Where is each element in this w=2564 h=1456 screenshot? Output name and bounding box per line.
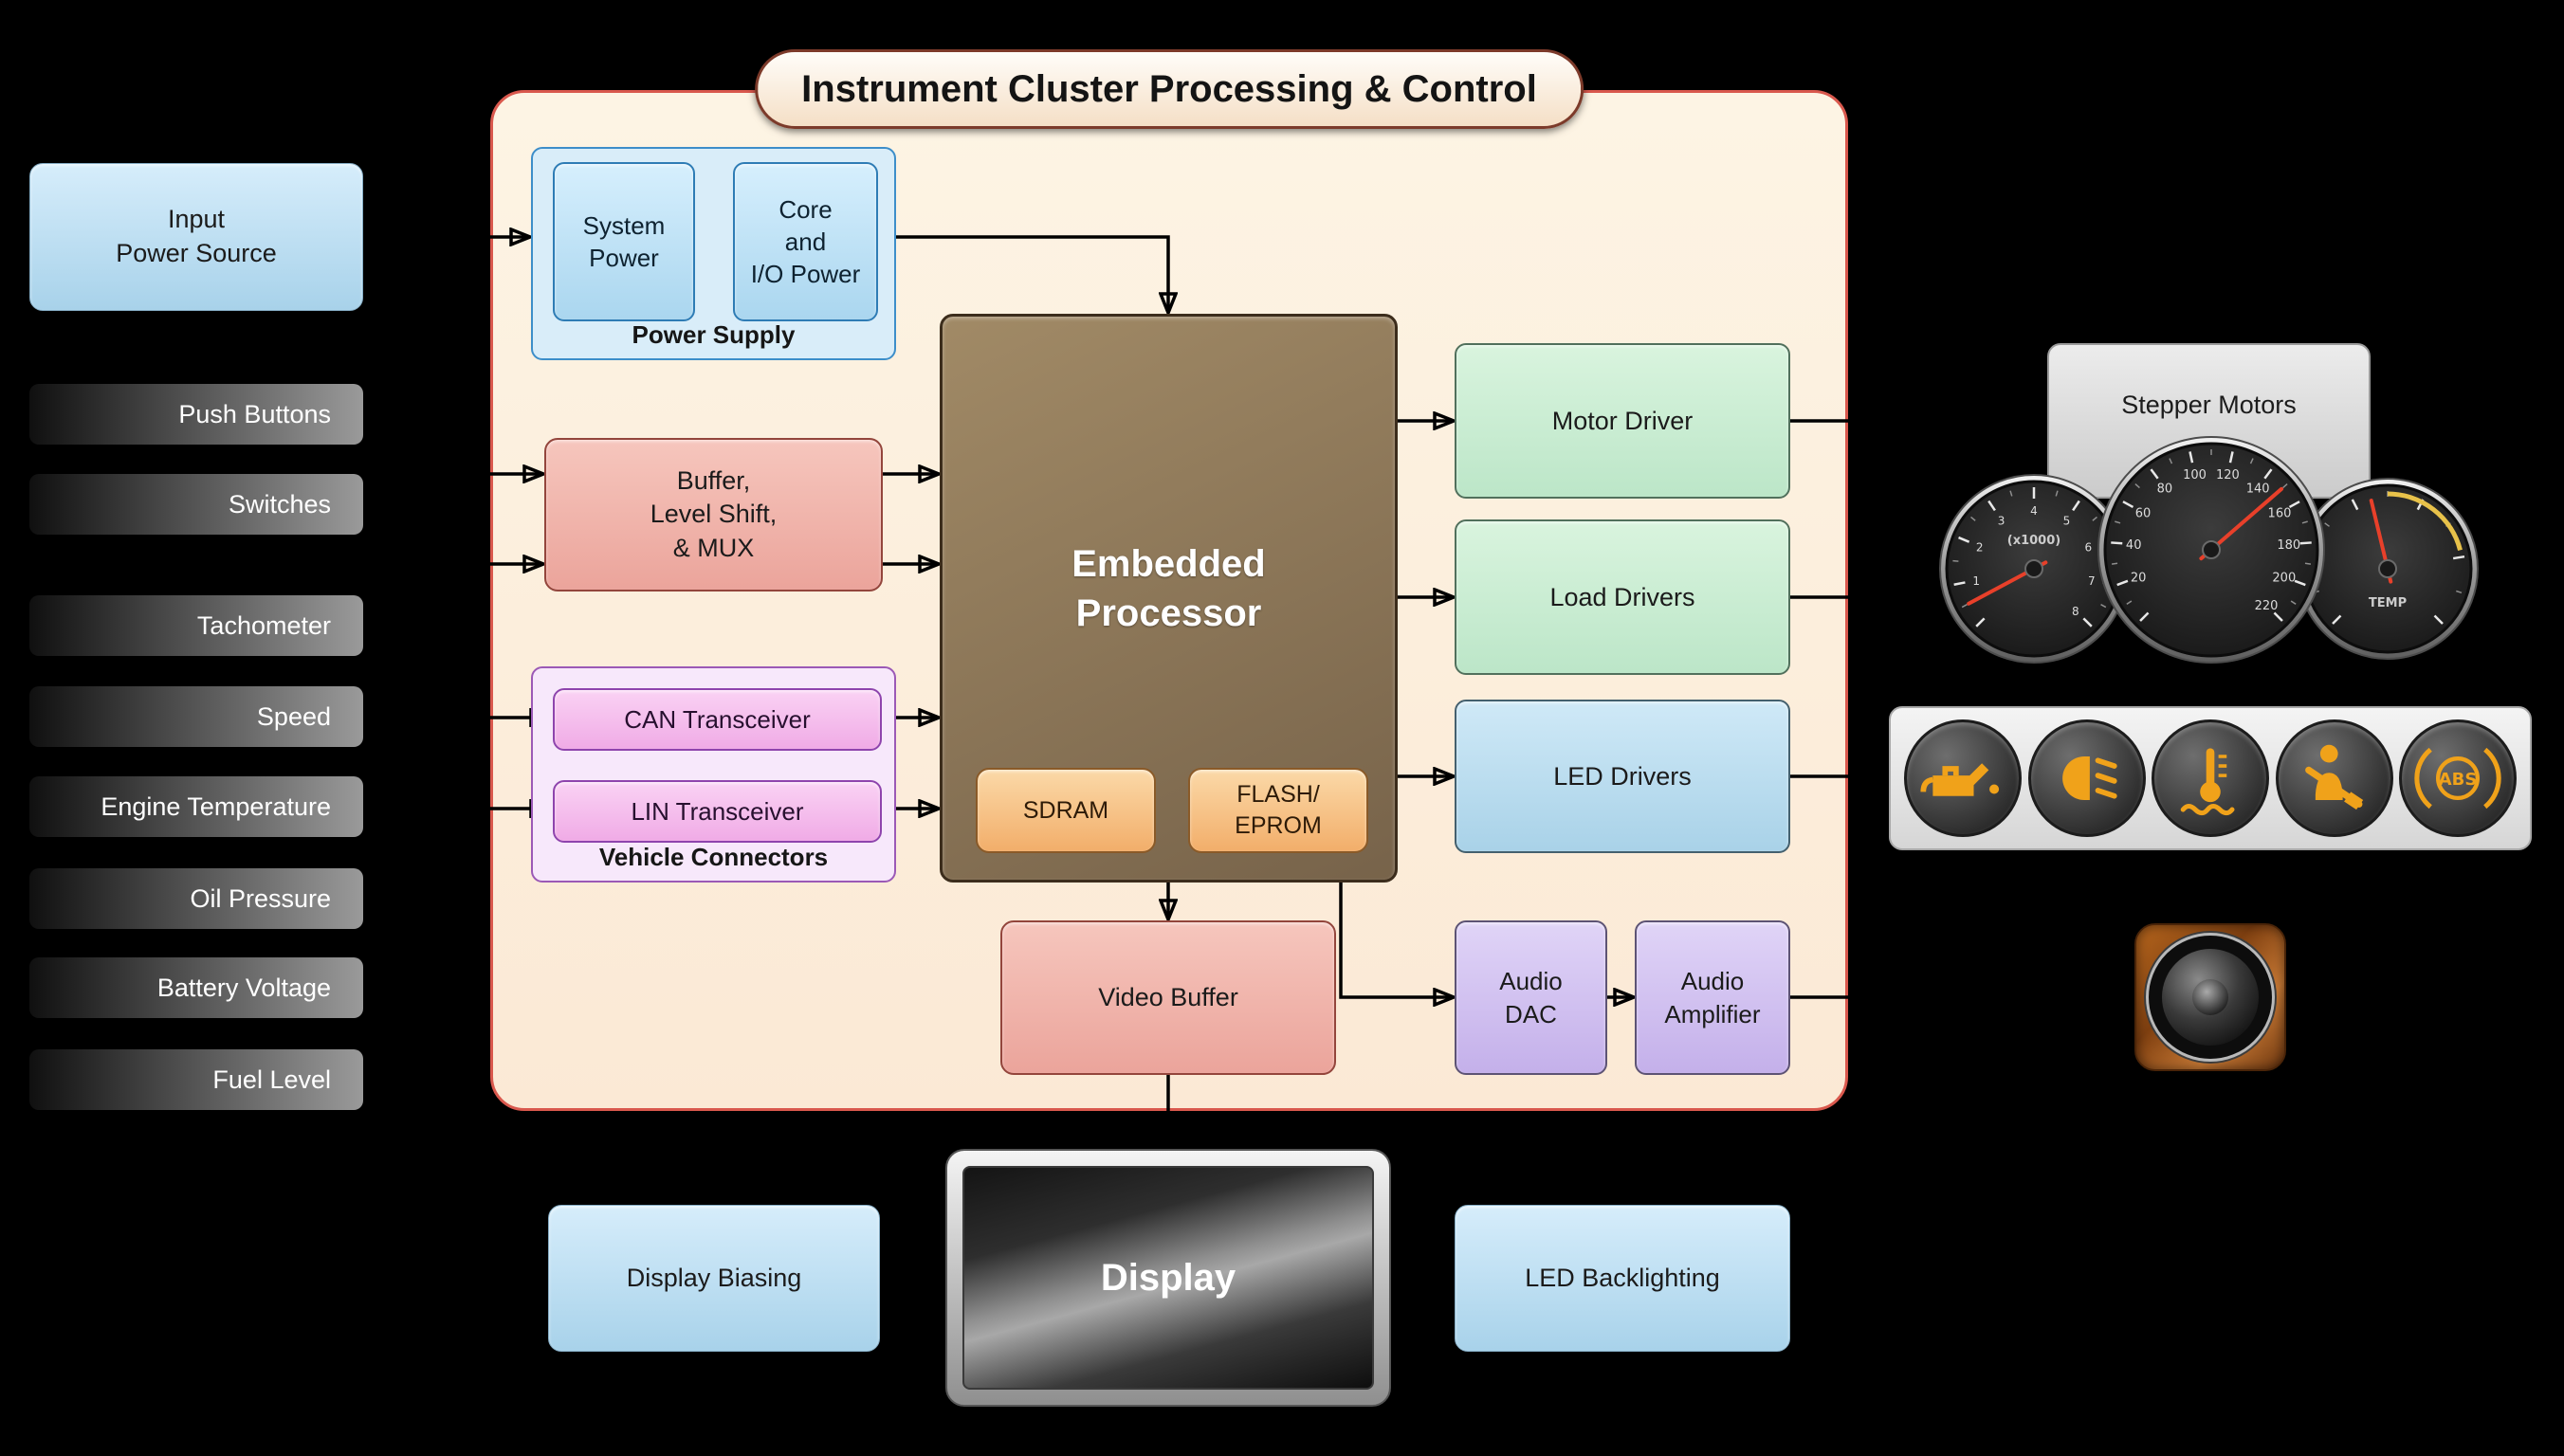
svg-text:5: 5 — [2063, 514, 2071, 527]
signal-pill-fuel-level: Fuel Level — [29, 1049, 363, 1110]
sdram-block: SDRAM — [976, 768, 1156, 853]
svg-text:160: 160 — [2268, 507, 2292, 521]
coolant-temperature-icon — [2180, 748, 2235, 816]
display-biasing-block: Display Biasing — [548, 1205, 880, 1352]
seatbelt-warning-badge — [2275, 719, 2393, 837]
buffer-level-shift-mux-block: Buffer, Level Shift, & MUX — [544, 438, 883, 592]
oil-pressure-warning-badge — [1904, 719, 2022, 837]
signal-pill-push-buttons: Push Buttons — [29, 384, 363, 445]
led-backlighting-block: LED Backlighting — [1455, 1205, 1790, 1352]
signal-pill-speed: Speed — [29, 686, 363, 747]
svg-text:6: 6 — [2084, 540, 2092, 554]
vehicle-connectors-label: Vehicle Connectors — [598, 843, 829, 871]
abs-warning-badge: ABS — [2399, 719, 2517, 837]
speaker-dome — [2192, 979, 2228, 1015]
svg-text:8: 8 — [2072, 605, 2079, 618]
video-buffer-block: Video Buffer — [1000, 920, 1336, 1075]
lin-transceiver-block: LIN Transceiver — [553, 780, 882, 843]
speaker-rim — [2146, 933, 2275, 1062]
svg-text:20: 20 — [2131, 572, 2147, 586]
svg-text:3: 3 — [1998, 514, 2005, 527]
display-screen: Display — [962, 1166, 1374, 1390]
audio-amplifier-block: Audio Amplifier — [1635, 920, 1790, 1075]
system-power-block: System Power — [553, 162, 695, 321]
vehicle-connectors-group: CAN Transceiver LIN Transceiver Vehicle … — [531, 666, 896, 883]
abs-icon: ABS — [2414, 747, 2501, 810]
svg-text:220: 220 — [2255, 599, 2279, 613]
can-transceiver-block: CAN Transceiver — [553, 688, 882, 751]
low-beam-warning-badge — [2027, 719, 2146, 837]
signal-pill-tachometer: Tachometer — [29, 595, 363, 656]
svg-text:7: 7 — [2088, 574, 2096, 588]
svg-text:4: 4 — [2030, 504, 2038, 518]
input-power-source-block: Input Power Source — [29, 163, 363, 311]
seatbelt-icon — [2304, 744, 2363, 810]
svg-text:40: 40 — [2126, 538, 2142, 553]
svg-text:80: 80 — [2157, 482, 2173, 496]
embedded-processor-block: Embedded Processor SDRAM FLASH/ EPROM — [940, 314, 1398, 883]
svg-text:100: 100 — [2183, 468, 2207, 482]
speaker-cone — [2162, 949, 2259, 1046]
svg-text:120: 120 — [2216, 468, 2240, 482]
display-monitor: Display — [945, 1149, 1391, 1407]
motor-driver-block: Motor Driver — [1455, 343, 1790, 499]
audio-dac-block: Audio DAC — [1455, 920, 1607, 1075]
signal-pill-oil-pressure: Oil Pressure — [29, 868, 363, 929]
diagram-title: Instrument Cluster Processing & Control — [755, 49, 1584, 129]
svg-text:(x1000): (x1000) — [2007, 534, 2060, 548]
power-supply-group: System Power Core and I/O Power Power Su… — [531, 147, 896, 360]
load-drivers-block: Load Drivers — [1455, 519, 1790, 675]
svg-text:180: 180 — [2277, 538, 2300, 553]
low-beam-headlight-icon — [2061, 756, 2117, 800]
gauge-cluster-image: 1 2 3 4 56 7 8 (x1000) TEMP 20 40 60 80 100 120 140 160 1… — [1939, 436, 2479, 664]
coolant-temperature-warning-badge — [2152, 719, 2269, 837]
core-io-power-block: Core and I/O Power — [733, 162, 878, 321]
power-supply-label: Power Supply — [632, 320, 796, 349]
flash-eprom-block: FLASH/ EPROM — [1188, 768, 1368, 853]
speaker-icon — [2134, 923, 2286, 1071]
signal-pill-switches: Switches — [29, 474, 363, 535]
oil-pressure-icon — [1920, 763, 2000, 796]
svg-text:2: 2 — [1976, 540, 1984, 554]
svg-text:1: 1 — [1972, 574, 1980, 588]
signal-pill-engine-temperature: Engine Temperature — [29, 776, 363, 837]
svg-text:200: 200 — [2272, 572, 2296, 586]
svg-text:60: 60 — [2135, 507, 2152, 521]
embedded-processor-label: Embedded Processor — [1071, 543, 1266, 634]
led-drivers-block: LED Drivers — [1455, 700, 1790, 853]
svg-text:140: 140 — [2246, 482, 2270, 496]
warning-lights-panel: ABS — [1889, 706, 2532, 850]
svg-text:TEMP: TEMP — [2369, 596, 2407, 610]
signal-pill-battery-voltage: Battery Voltage — [29, 957, 363, 1018]
abs-text: ABS — [2439, 770, 2478, 790]
